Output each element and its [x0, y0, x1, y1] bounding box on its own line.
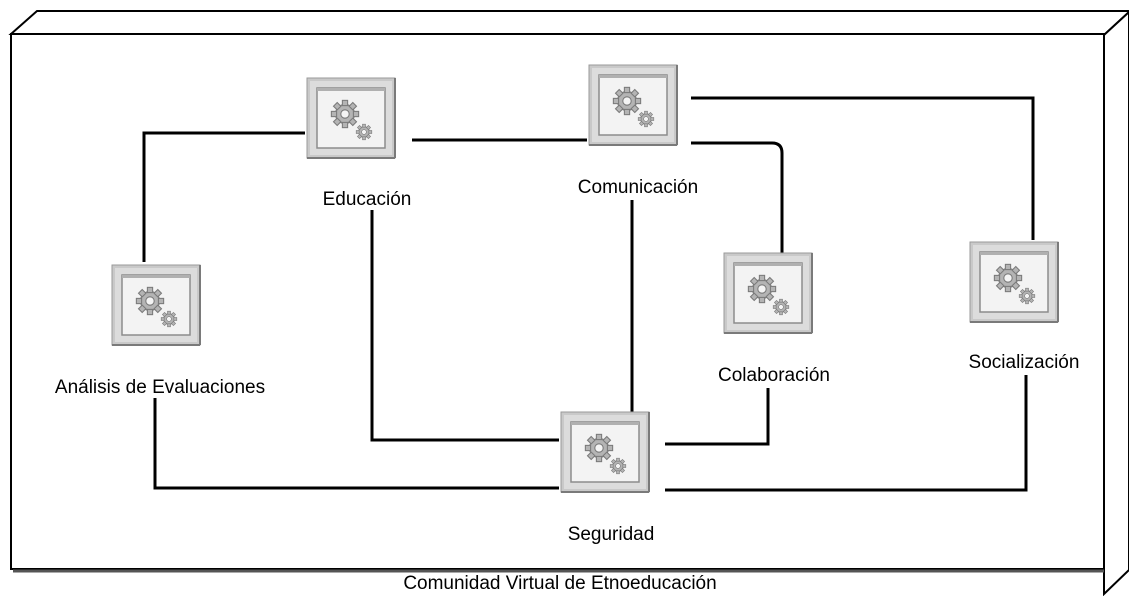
gears-icon	[307, 78, 395, 158]
gears-icon	[561, 412, 649, 492]
node-comunicacion[interactable]: Comunicación	[578, 65, 698, 198]
link-analisis-educacion	[142, 131, 305, 262]
gears-icon	[112, 265, 200, 345]
node-label: Socialización	[969, 352, 1080, 373]
gears-icon	[589, 65, 677, 145]
container-caption: Comunidad Virtual de Etnoeducación	[403, 573, 716, 594]
node-label: Análisis de Evaluaciones	[55, 377, 265, 398]
link-educacion-seguridad	[370, 210, 559, 442]
node-label: Educación	[323, 189, 412, 210]
node-label: Colaboración	[718, 365, 830, 386]
node-label: Comunicación	[578, 177, 698, 198]
gears-icon	[724, 253, 812, 333]
node-analisis[interactable]: Análisis de Evaluaciones	[55, 265, 265, 398]
gears-icon	[970, 242, 1058, 322]
link-comunicacion-colaboracion	[691, 141, 784, 253]
node-colaboracion[interactable]: Colaboración	[718, 253, 830, 386]
node-label: Seguridad	[568, 524, 655, 545]
link-analisis-seguridad	[153, 398, 559, 490]
node-socializacion[interactable]: Socialización	[969, 242, 1080, 373]
node-educacion[interactable]: Educación	[307, 78, 411, 210]
node-seguridad[interactable]: Seguridad	[561, 412, 654, 545]
link-comunicacion-socializacion	[691, 96, 1035, 240]
link-colaboracion-seguridad	[665, 388, 770, 446]
link-socializacion-seguridad	[665, 375, 1028, 492]
connections	[142, 96, 1035, 492]
